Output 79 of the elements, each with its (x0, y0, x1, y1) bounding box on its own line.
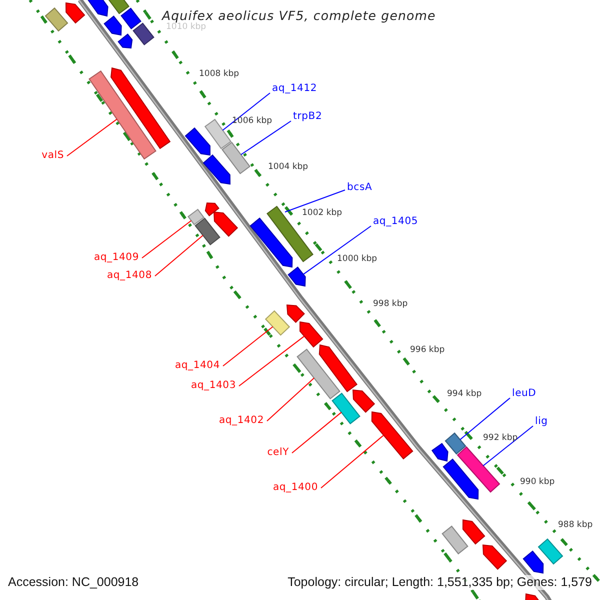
tick-label: 988 kbp (558, 520, 593, 530)
gene-bar (444, 432, 466, 455)
gene-bar (106, 0, 130, 14)
leader-line (154, 234, 204, 276)
gene-feature (288, 266, 306, 287)
tick-label: 1010 kbp (166, 22, 206, 32)
gene-feature (371, 411, 414, 460)
gene-feature (213, 211, 238, 237)
tick-label: 1002 kbp (302, 208, 342, 218)
gene-label: bcsA (347, 182, 372, 194)
gene-bar (222, 142, 250, 174)
leader-line (292, 412, 342, 454)
gene-bar (188, 208, 204, 226)
gene-feature (442, 458, 479, 500)
leader-line (460, 398, 510, 440)
gene-feature (522, 550, 544, 574)
gene-feature (431, 442, 448, 462)
gene-label: aq_1412 (272, 83, 318, 95)
gene-label: lig (535, 416, 548, 428)
gene-label: valS (42, 150, 64, 162)
tick-label: 1008 kbp (199, 69, 240, 79)
tick-label: 992 kbp (483, 433, 518, 443)
tick-label: 1006 kbp (232, 116, 272, 126)
leader-line (142, 220, 192, 258)
genome-stats-text: Topology: circular; Length: 1,551,335 bp; Genes: 1,579 (288, 575, 592, 590)
leader-line (240, 120, 292, 156)
gene-feature (66, 2, 86, 24)
gene-feature (86, 0, 108, 17)
gene-label: aq_1404 (174, 360, 220, 372)
tick-label: 1004 kbp (268, 162, 308, 172)
gene-bar (264, 310, 290, 336)
gene-bar (456, 446, 500, 493)
tick-label: 996 kbp (410, 345, 445, 355)
accession-text: Accession: NC_000918 (8, 575, 139, 590)
gene-label: aq_1402 (218, 415, 264, 427)
gene-bar (120, 8, 142, 30)
gene-label: aq_1400 (272, 482, 318, 494)
gene-bar (538, 538, 564, 565)
gene-bar (204, 118, 232, 150)
gene-feature (184, 127, 210, 156)
tick-label: 990 kbp (520, 477, 555, 487)
leader-line (66, 118, 118, 156)
map-title: Aquifex aeolicus VF5, complete genome (160, 8, 438, 23)
gene-feature (482, 544, 508, 570)
leader-line (238, 336, 305, 386)
gene-bar (194, 218, 220, 246)
gene-feature (462, 519, 486, 545)
gene-feature (300, 321, 324, 348)
gene-feature (110, 67, 171, 150)
gene-feature (286, 304, 305, 323)
leader-line (302, 226, 372, 275)
leader-line (320, 434, 384, 488)
gene-feature (318, 344, 358, 392)
gene-feature (104, 16, 122, 36)
gene-label: aq_1409 (94, 252, 139, 264)
gene-feature (118, 34, 133, 49)
leader-line (222, 326, 274, 366)
gene-feature (352, 389, 376, 413)
tick-label: 1000 kbp (337, 254, 378, 264)
gene-label: aq_1403 (190, 380, 236, 392)
tick-label: 998 kbp (373, 299, 408, 309)
gene-label: aq_1405 (373, 216, 418, 228)
gene-label: celY (267, 447, 289, 459)
gene-bar (296, 348, 340, 400)
gene-label: trpB2 (293, 111, 322, 123)
gene-bar (332, 392, 360, 424)
leader-line (482, 426, 534, 466)
gene-bar (132, 22, 154, 46)
leader-line (284, 190, 346, 212)
gene-bar (88, 70, 156, 160)
gene-bar (44, 7, 68, 32)
gene-feature (250, 217, 293, 268)
gene-feature (202, 154, 230, 185)
gene-label: aq_1408 (106, 270, 152, 282)
gene-bar (442, 526, 468, 554)
leader-line (266, 378, 315, 422)
gene-label: leuD (512, 388, 536, 400)
leader-line (222, 92, 270, 131)
tick-label: 994 kbp (447, 389, 482, 399)
